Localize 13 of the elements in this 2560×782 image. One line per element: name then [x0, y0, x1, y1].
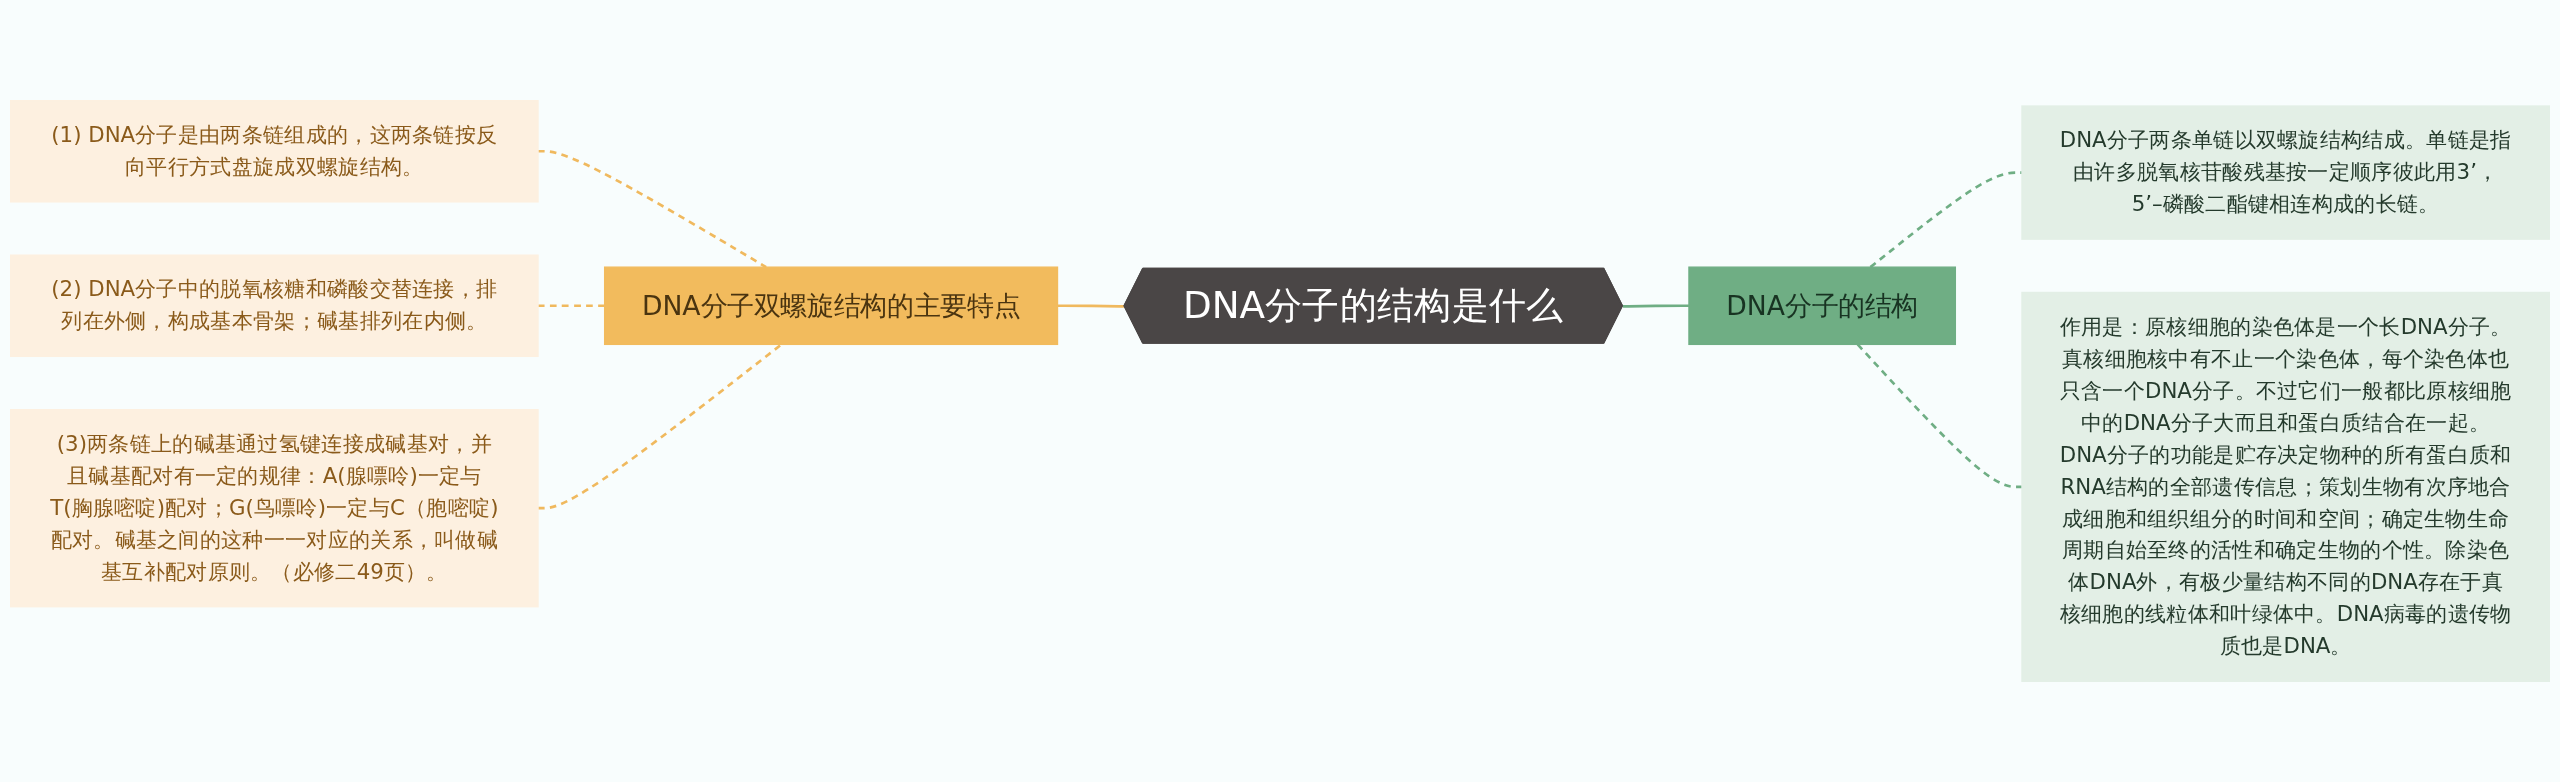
node-box: DNA分子双螺旋结构的主要特点 [603, 266, 1059, 346]
connector [538, 343, 783, 510]
node-box: (1) DNA分子是由两条链组成的，这两条链按反向平行方式盘旋成双螺旋结构。 [10, 100, 539, 203]
connector [1057, 304, 1125, 308]
node-box: DNA分子的结构 [1688, 266, 1957, 346]
node-box: (2) DNA分子中的脱氧核糖和磷酸交替连接，排列在外侧，构成基本骨架；碱基排列在内侧。 [10, 254, 539, 358]
node-box: 作用是：原核细胞的染色体是一个长DNA分子。真核细胞核中有不止一个染色体，每个染色体也只含一个DNA分子。不过它们一般都比原核细胞中的DNA分子大而且和蛋白质结合在一起。DNA分子的功能是贮存决定物种的所有蛋白质和RNA结构的全部遗传信息；策划生物有次序地合成细胞和组织组分的时间和空间；确定生物生命周期自始至终的活性和确定生物的个性。除染色体DNA外，有极少量结构不同的DNA存在于真核细胞的线粒体和叶绿体中。DNA病毒的遗传物质也是DNA。 [2021, 291, 2550, 682]
connector [1623, 304, 1689, 308]
connector [538, 304, 605, 308]
connector [1856, 343, 2022, 489]
node-box: DNA分子两条单链以双螺旋结构结成。单链是指由许多脱氧核苷酸残基按一定顺序彼此用3’，5’–磷酸二酯键相连构成的长链。 [2021, 105, 2550, 240]
node-box: (3)两条链上的碱基通过氢键连接成碱基对，并且碱基配对有一定的规律：A(腺嘌呤)一定与T(胸腺嘧啶)配对；G(鸟嘌呤)一定与C（胞嘧啶)配对。碱基之间的这种一一对应的关系，叫做碱基互补配对原则。（必修二49页）。 [10, 409, 539, 608]
connector [538, 149, 767, 269]
